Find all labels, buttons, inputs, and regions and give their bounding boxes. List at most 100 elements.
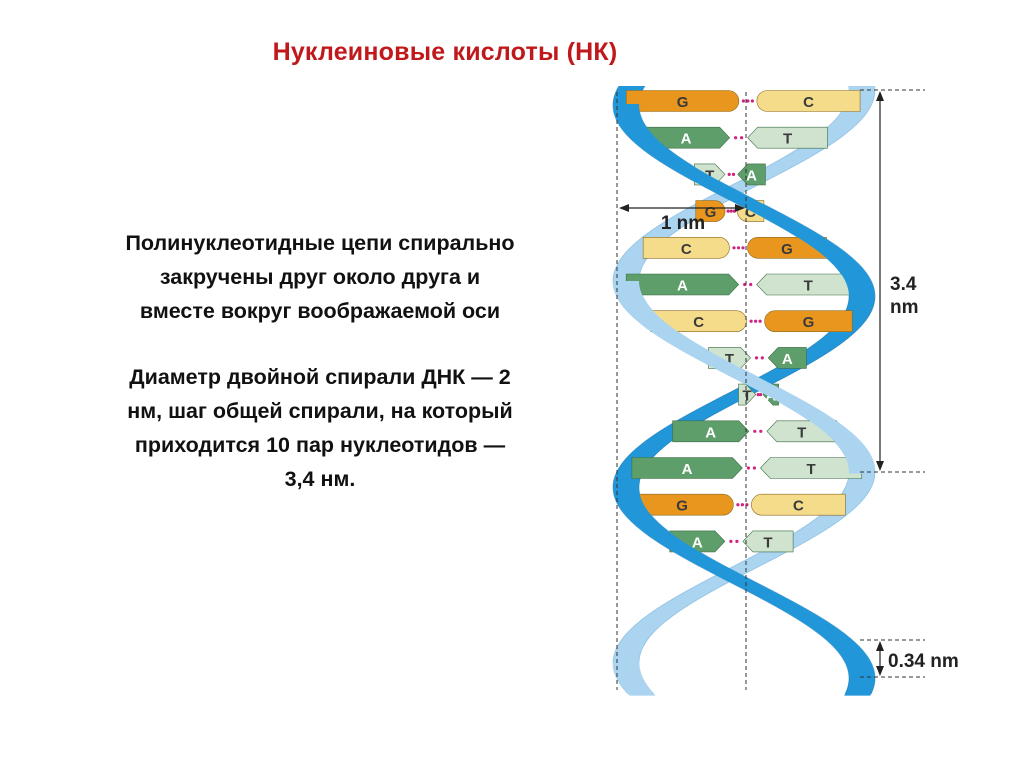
backbone-strand-light-segment	[844, 455, 873, 459]
backbone-strand-light-segment	[802, 416, 834, 420]
backbone-strand-light-segment	[627, 629, 657, 633]
backbone-strand-light-segment	[648, 611, 680, 615]
backbone-strand-dark-segment	[644, 533, 676, 537]
dimensions-description-line: нм, шаг общей спирали, на который	[127, 399, 513, 423]
backbone-strand-dark-segment	[843, 659, 872, 663]
backbone-strand-dark-segment	[727, 581, 761, 585]
base-pairs: GCATTAGCCGATCGTATAATATGCAT	[625, 90, 863, 553]
backbone-strand-dark-segment	[817, 251, 849, 255]
backbone-strand-light-segment	[819, 428, 850, 432]
backbone-strand-dark-segment	[613, 104, 640, 108]
backbone-strand-dark-segment	[848, 680, 875, 684]
base-letter: T	[797, 424, 806, 441]
backbone-strand-dark-segment	[773, 605, 806, 609]
backbone-strand-dark-segment	[631, 449, 662, 453]
backbone-strand-dark-segment	[628, 137, 659, 141]
backbone-strand-light-segment	[616, 296, 645, 300]
backbone-strand-light-segment	[622, 305, 651, 309]
backbone-strand-dark-segment	[693, 563, 726, 567]
backbone-strand-light-segment	[664, 218, 697, 222]
hydrogen-bond-dot	[754, 319, 758, 323]
base-letter: A	[746, 167, 757, 184]
base-G-block	[625, 90, 740, 112]
backbone-strand-light-segment	[666, 599, 699, 603]
hydrogen-bond-dot	[734, 136, 738, 140]
backbone-strand-light-segment	[615, 293, 643, 297]
backbone-strand-dark-segment	[841, 275, 871, 279]
backbone-strand-light-segment	[743, 383, 777, 387]
hydrogen-bond-dot	[758, 319, 762, 323]
backbone-strand-dark-segment	[631, 140, 662, 144]
backbone-strand-light-segment	[640, 617, 672, 621]
helix-description-line: вместе вокруг воображаемой оси	[139, 299, 501, 323]
backbone-strand-light-segment	[655, 224, 688, 228]
rise-arrow-head-top	[876, 641, 884, 651]
rise-arrow-head-bottom	[876, 666, 884, 676]
backbone-strand-light-segment	[669, 215, 702, 219]
backbone-strand-dark-segment	[613, 485, 640, 489]
backbone-strand-light-segment	[620, 638, 649, 642]
pitch-label-value: 3.4	[890, 274, 917, 295]
backbone-strand-dark-segment	[758, 215, 792, 219]
backbone-strand-dark-segment	[684, 413, 717, 417]
backbone-strand-light-segment	[613, 662, 640, 666]
hydrogen-bond-dot	[740, 503, 745, 507]
backbone-strand-light-segment	[846, 482, 874, 486]
backbone-strand-dark-segment	[845, 281, 873, 285]
backbone-strand-light-segment	[835, 443, 865, 447]
dimensions-description-line: 3,4 нм.	[284, 467, 356, 491]
backbone-strand-dark-segment	[735, 203, 769, 207]
backbone-strand-dark-segment	[622, 512, 652, 516]
backbone-strand-light-segment	[720, 371, 754, 375]
backbone-strand-light-segment	[826, 125, 856, 129]
backbone-strand-light-segment	[647, 329, 680, 333]
backbone-strand-light-segment	[692, 584, 726, 588]
backbone-strand-light-segment	[847, 464, 875, 468]
backbone-strand-dark-segment	[828, 260, 859, 264]
base-T-block	[759, 457, 863, 479]
base-letter: C	[681, 241, 692, 258]
backbone-strand-dark-segment	[803, 623, 835, 627]
backbone-strand-light-segment	[838, 446, 868, 450]
backbone-strand-dark-segment	[613, 482, 640, 486]
backbone-strand-light-segment	[726, 566, 760, 570]
backbone-strand-dark-segment	[841, 656, 870, 660]
backbone-strand-dark-segment	[627, 518, 658, 522]
helix-front-strand	[613, 86, 875, 696]
backbone-strand-dark-segment	[774, 224, 808, 228]
backbone-strand-light-segment	[750, 554, 783, 558]
backbone-strand-dark-segment	[804, 347, 837, 351]
backbone-strand-light-segment	[786, 152, 819, 156]
backbone-strand-dark-segment	[729, 200, 763, 204]
backbone-strand-dark-segment	[844, 662, 873, 666]
backbone-strand-light-segment	[643, 326, 675, 330]
backbone-strand-dark-segment	[763, 218, 797, 222]
hydrogen-bond-dot	[752, 466, 757, 470]
backbone-strand-light-segment	[613, 659, 640, 663]
backbone-strand-light-segment	[614, 269, 642, 273]
backbone-strand-light-segment	[848, 86, 875, 90]
hydrogen-bond-dot	[746, 466, 751, 470]
backbone-strand-dark-segment	[820, 635, 851, 639]
backbone-strand-light-segment	[636, 320, 667, 324]
backbone-strand-dark-segment	[662, 545, 695, 549]
backbone-strand-light-segment	[619, 302, 649, 306]
hydrogen-bond-dot	[759, 393, 763, 397]
backbone-strand-light-segment	[844, 485, 873, 489]
backbone-strand-light-segment	[633, 317, 664, 321]
hydrogen-bond-dot	[736, 503, 740, 507]
backbone-strand-dark-segment	[843, 278, 872, 282]
backbone-strand-dark-segment	[653, 539, 685, 543]
backbone-strand-dark-segment	[812, 629, 844, 633]
base-letter: C	[745, 204, 756, 221]
backbone-strand-dark-segment	[848, 677, 875, 681]
backbone-strand-dark-segment	[785, 230, 818, 234]
backbone-strand-dark-segment	[848, 296, 875, 300]
hydrogen-bond-dot	[735, 539, 739, 544]
backbone-strand-dark-segment	[813, 341, 845, 345]
base-T-block	[742, 530, 794, 553]
backbone-strand-light-segment	[630, 626, 661, 630]
backbone-strand-dark-segment	[816, 632, 848, 636]
backbone-strand-dark-segment	[616, 86, 645, 90]
